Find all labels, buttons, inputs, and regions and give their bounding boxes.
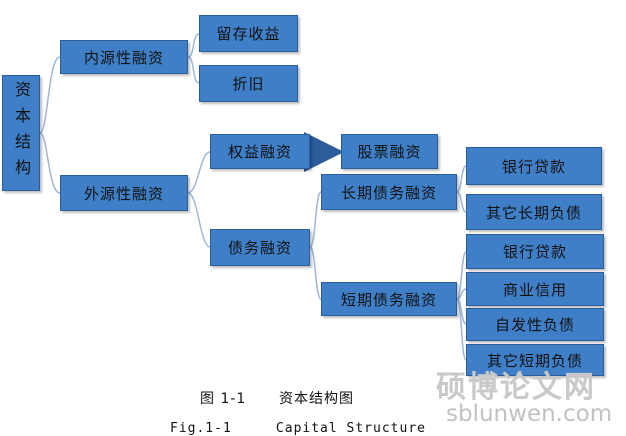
node-bank-loan-short: 银行贷款 bbox=[466, 234, 604, 269]
figure-caption-chinese: 图 1-1 资本结构图 bbox=[200, 391, 355, 407]
node-short-term-debt-financing: 短期债务融资 bbox=[321, 282, 457, 316]
node-depreciation: 折旧 bbox=[199, 65, 298, 102]
node-other-short-term-liabilities: 其它短期负债 bbox=[466, 344, 604, 376]
connector-long-bank bbox=[456, 165, 467, 193]
connector-short-bank bbox=[456, 251, 467, 300]
node-equity-financing: 权益融资 bbox=[210, 134, 310, 169]
node-long-term-debt-financing: 长期债务融资 bbox=[321, 174, 457, 210]
connector-internal-retained bbox=[187, 33, 200, 58]
node-spontaneous-liabilities: 自发性负债 bbox=[466, 308, 604, 341]
watermark-url: sblunwen.com bbox=[446, 401, 613, 427]
node-bank-loan-long: 银行贷款 bbox=[466, 147, 602, 185]
connector-root-external bbox=[39, 132, 61, 194]
connector-short-other bbox=[456, 298, 467, 361]
node-commercial-credit: 商业信用 bbox=[466, 272, 604, 306]
connector-root-internal bbox=[39, 56, 61, 134]
connector-internal-depreciation bbox=[187, 56, 200, 84]
node-retained-earnings: 留存收益 bbox=[199, 15, 298, 52]
node-external-financing: 外源性融资 bbox=[60, 175, 188, 211]
connector-debt-short bbox=[309, 246, 322, 300]
node-stock-financing: 股票融资 bbox=[341, 134, 438, 169]
connector-external-equity bbox=[187, 151, 211, 194]
connector-debt-long bbox=[309, 191, 322, 248]
watermark-brand: 硕博论文网 bbox=[436, 370, 596, 405]
node-other-long-term-liabilities: 其它长期负债 bbox=[466, 194, 602, 230]
figure-caption-english: Fig.1-1 Capital Structure bbox=[170, 421, 426, 436]
node-internal-financing: 内源性融资 bbox=[60, 40, 188, 74]
node-capital-structure: 资本结构 bbox=[2, 75, 40, 191]
connector-long-other bbox=[456, 191, 467, 213]
node-debt-financing: 债务融资 bbox=[210, 229, 310, 266]
connector-external-debt bbox=[187, 192, 211, 248]
